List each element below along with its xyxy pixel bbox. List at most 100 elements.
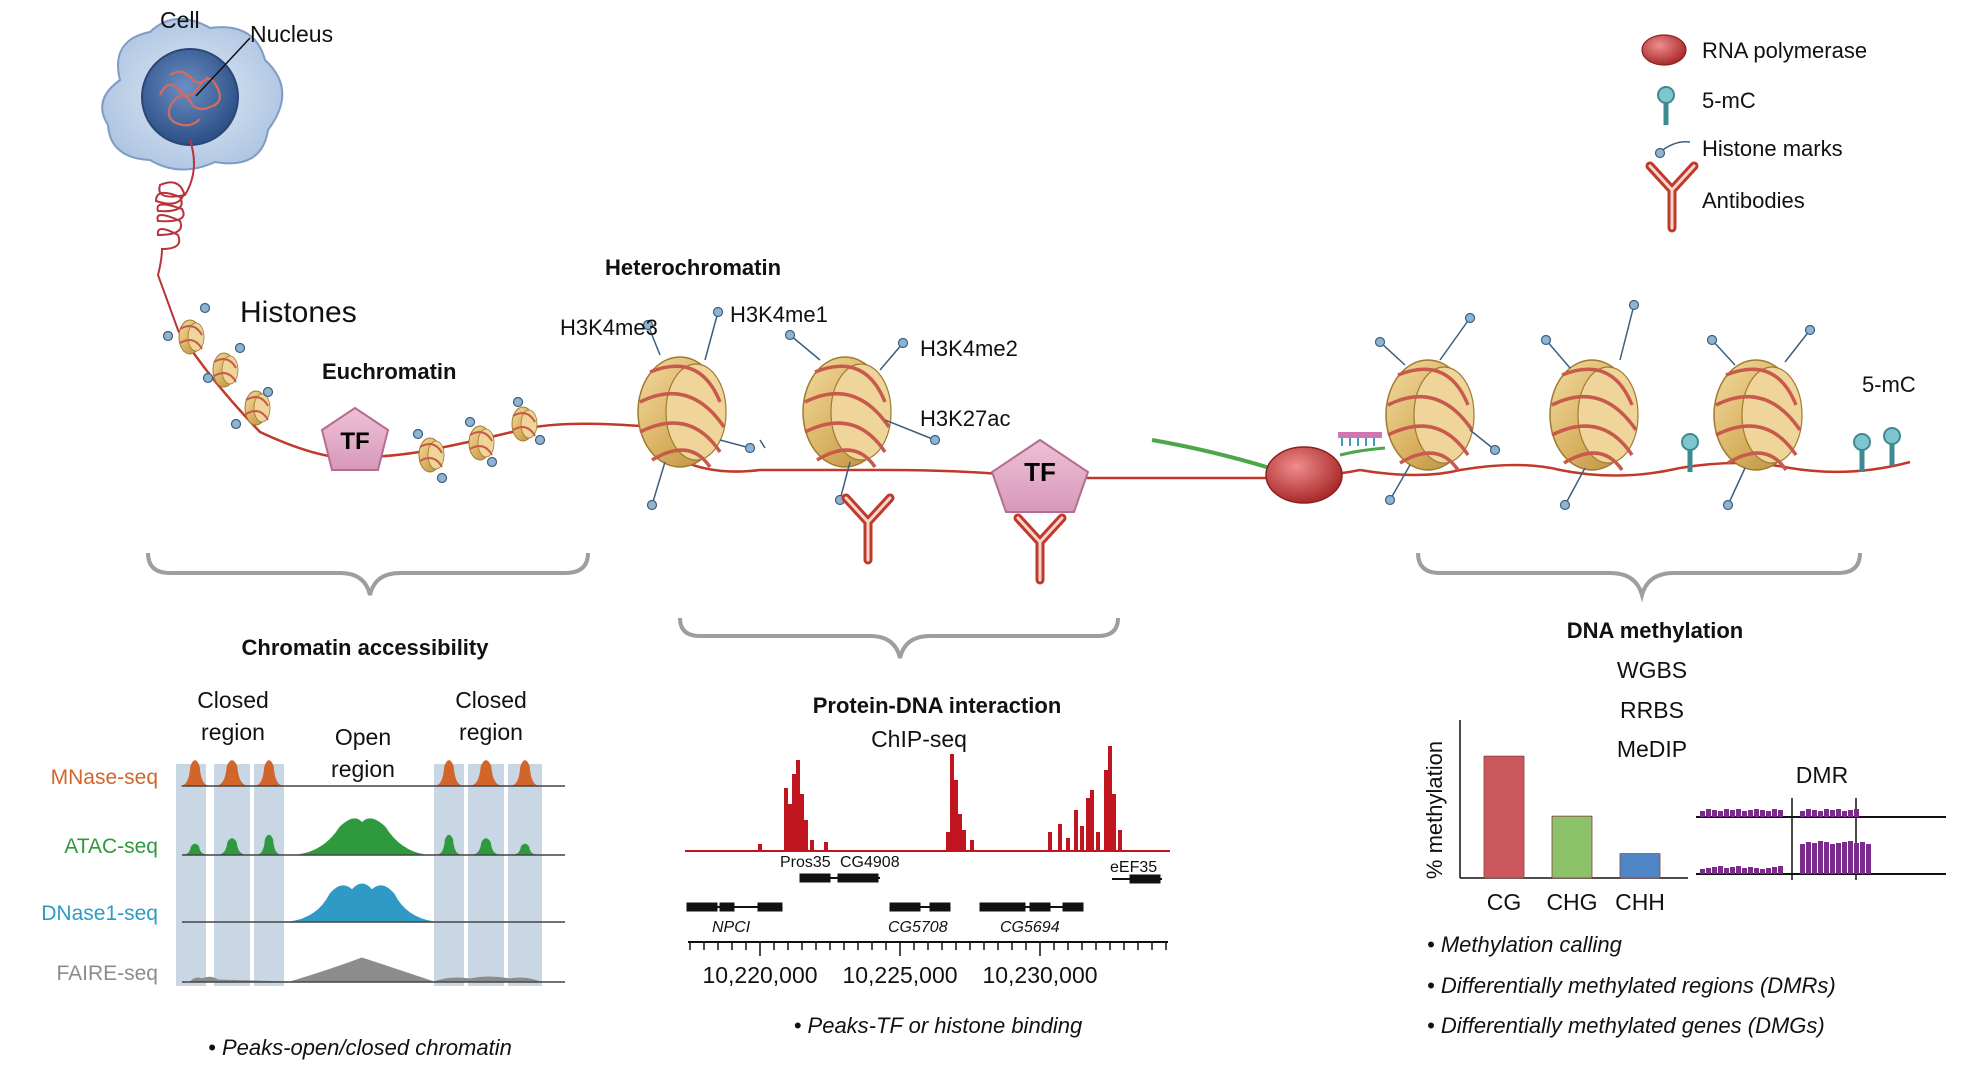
small-nucleosome (418, 437, 445, 473)
tf-pentagon (320, 406, 390, 471)
dmr-bar (1854, 843, 1859, 874)
dmr-bar (1824, 842, 1829, 874)
histone-mark-icon (1464, 312, 1476, 324)
chip-peak (1112, 794, 1116, 850)
dmr-bar (1848, 841, 1853, 874)
tick-label: 10,220,000 (702, 962, 817, 988)
dmr-bar (1754, 809, 1759, 817)
dmr-bars (1700, 809, 1871, 874)
dmr-bar (1742, 868, 1747, 874)
dmr-bar (1778, 866, 1783, 874)
brace-middle (678, 617, 1120, 659)
dmr-bar (1730, 810, 1735, 817)
antibody-icon (846, 498, 890, 560)
chip-peak (970, 840, 974, 850)
chip-peak (1074, 810, 1078, 850)
h3k4me1-label: H3K4me1 (730, 302, 828, 327)
protein-dna-bullet: • Peaks-TF or histone binding (794, 1013, 1083, 1038)
legend: RNA polymerase 5-mC Histone marks Antibo… (1641, 34, 1867, 228)
gene-pros35: Pros35 (780, 854, 831, 871)
dmr-bar (1748, 867, 1753, 874)
closed-region-right-line2: region (459, 719, 523, 745)
histone-mark-icon (262, 386, 274, 398)
tf-label: TF (340, 428, 369, 455)
h3k27ac-label: H3K27ac (920, 406, 1011, 431)
track-signal (182, 883, 565, 923)
histone-mark-icon (1540, 334, 1552, 346)
dmr-bar (1866, 844, 1871, 874)
euchromatin-label: Euchromatin (322, 359, 456, 384)
histone-mark-icon (712, 306, 724, 318)
tick-label: 10,230,000 (982, 962, 1097, 988)
chipseq-label: ChIP-seq (871, 726, 967, 752)
5mc-icon (1884, 428, 1900, 466)
rna-transcript (1151, 438, 1271, 470)
antibody-icon (1018, 518, 1062, 580)
dmr-bar (1778, 810, 1783, 817)
tick-label: 10,225,000 (842, 962, 957, 988)
nucleosome (801, 355, 893, 469)
chipseq-track (758, 746, 1122, 850)
histone-mark-icon (464, 416, 476, 428)
dmr-bar (1860, 842, 1865, 874)
methylation-bullet-3: • Differentially methylated genes (DMGs) (1427, 1013, 1825, 1038)
dmr-bar (1700, 811, 1705, 817)
heterochromatin-label: Heterochromatin (605, 255, 781, 280)
chip-peak (946, 832, 950, 850)
chip-peak (1048, 832, 1052, 850)
legend-histone-marks: Histone marks (1702, 136, 1843, 161)
dmr-bar (1800, 844, 1805, 874)
dmr-bar (1842, 842, 1847, 874)
chip-peak (1096, 832, 1100, 850)
dmr-bar (1836, 809, 1841, 817)
histone-mark-icon (412, 428, 424, 440)
dmr-bar (1724, 809, 1729, 817)
chip-peak (1108, 746, 1112, 850)
dmr-bar (1766, 811, 1771, 817)
method-rrbs: RRBS (1620, 697, 1684, 723)
dmr-bar (1818, 841, 1823, 874)
accessibility-bullet: • Peaks-open/closed chromatin (208, 1035, 512, 1060)
category-label: CHG (1546, 889, 1597, 915)
tf-pentagon (990, 438, 1090, 513)
nucleus (141, 48, 239, 146)
dmr-bar (1812, 843, 1817, 874)
chip-peak (784, 788, 788, 850)
histone-mark-icon (1654, 147, 1666, 159)
chip-peak (1058, 824, 1062, 850)
rna-transcript (1339, 446, 1386, 457)
chip-peak (804, 820, 808, 850)
track-label: FAIRE-seq (56, 962, 158, 985)
gene-models-row2 (686, 902, 1084, 912)
dmr-bar (1836, 843, 1841, 874)
gene-npci: NPCI (712, 919, 751, 936)
histone-mark-icon (1722, 499, 1734, 511)
probe (1338, 432, 1382, 438)
chip-peak (810, 840, 814, 850)
bar-cg (1483, 755, 1525, 879)
5mc-top-label: 5-mC (1862, 372, 1916, 397)
5mc-icon (1854, 434, 1870, 472)
dmr-bar (1712, 867, 1717, 874)
methylated-dna (1359, 460, 1911, 477)
histone-mark-icon (1804, 324, 1816, 336)
dmr-bar (1730, 867, 1735, 874)
closed-region-right-line1: Closed (455, 687, 527, 713)
rna-polymerase-icon (1641, 34, 1687, 66)
track-signal (182, 818, 565, 856)
euchromatin-dna (176, 329, 641, 460)
track-label: DNase1-seq (41, 902, 158, 925)
closed-region-left-line2: region (201, 719, 265, 745)
nucleosome (636, 355, 728, 469)
gene-eef35: eEF35 (1110, 859, 1157, 876)
histone-mark-icon (784, 329, 796, 341)
h3k4me3-label: H3K4me3 (560, 315, 658, 340)
brace-right (1416, 552, 1862, 603)
dmr-bar (1772, 809, 1777, 817)
histone-mark-icon (1489, 444, 1501, 456)
cell-label: Cell (160, 7, 200, 33)
bar-chh (1619, 853, 1661, 879)
dmr-bar (1718, 811, 1723, 817)
